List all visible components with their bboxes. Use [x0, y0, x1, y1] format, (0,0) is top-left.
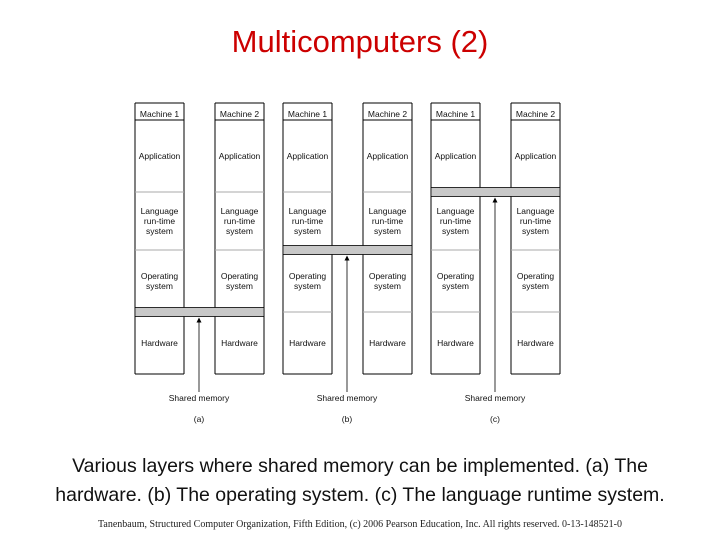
machine-label: Machine 2 — [368, 109, 407, 119]
shared-memory-label: Shared memory — [317, 393, 378, 403]
layer-label-hardware: Hardware — [517, 338, 554, 348]
shared-memory-bar — [134, 307, 265, 317]
layer-label-os: Operating — [369, 271, 407, 281]
layer-label-os: Operating — [517, 271, 555, 281]
layer-label-runtime: run-time — [372, 216, 403, 226]
layer-label-hardware: Hardware — [221, 338, 258, 348]
shared-memory-bar — [430, 187, 561, 197]
shared-memory-label: Shared memory — [169, 393, 230, 403]
layer-label-hardware: Hardware — [437, 338, 474, 348]
machine-label: Machine 1 — [436, 109, 475, 119]
layer-label-runtime: run-time — [292, 216, 323, 226]
arrow-head-icon — [196, 317, 202, 323]
layer-label-runtime: run-time — [520, 216, 551, 226]
layer-label-application: Application — [219, 151, 261, 161]
shared-memory-bar — [282, 245, 413, 255]
panel-label: (b) — [342, 414, 353, 424]
layer-label-hardware: Hardware — [289, 338, 326, 348]
layer-label-hardware: Hardware — [369, 338, 406, 348]
layer-label-runtime: Language — [221, 206, 259, 216]
shared-memory-layers-diagram: Machine 1ApplicationLanguagerun-timesyst… — [134, 102, 561, 424]
copyright-footer: Tanenbaum, Structured Computer Organizat… — [98, 519, 622, 530]
layer-label-runtime: Language — [517, 206, 555, 216]
layer-label-application: Application — [287, 151, 329, 161]
layer-label-os: Operating — [221, 271, 259, 281]
layer-label-os: system — [294, 281, 321, 291]
layer-label-os: Operating — [289, 271, 327, 281]
layer-label-os: system — [522, 281, 549, 291]
machine-label: Machine 2 — [220, 109, 259, 119]
layer-label-application: Application — [435, 151, 477, 161]
machine-label: Machine 2 — [516, 109, 555, 119]
layer-label-runtime: system — [146, 226, 173, 236]
layer-label-application: Application — [515, 151, 557, 161]
caption-line-2: hardware. (b) The operating system. (c) … — [55, 484, 665, 506]
layer-label-application: Application — [139, 151, 181, 161]
layer-label-runtime: system — [294, 226, 321, 236]
arrow-head-icon — [344, 255, 350, 261]
layer-label-runtime: system — [374, 226, 401, 236]
slide-title: Multicomputers (2) — [231, 24, 489, 59]
layer-label-runtime: Language — [437, 206, 475, 216]
arrow-head-icon — [492, 197, 498, 203]
layer-label-application: Application — [367, 151, 409, 161]
panel-label: (c) — [490, 414, 500, 424]
layer-label-os: system — [226, 281, 253, 291]
layer-label-runtime: Language — [289, 206, 327, 216]
layer-label-os: system — [442, 281, 469, 291]
caption-line-1: Various layers where shared memory can b… — [72, 455, 648, 477]
shared-memory-label: Shared memory — [465, 393, 526, 403]
layer-label-runtime: run-time — [144, 216, 175, 226]
layer-label-os: system — [374, 281, 401, 291]
layer-label-runtime: Language — [369, 206, 407, 216]
layer-label-runtime: Language — [141, 206, 179, 216]
layer-label-runtime: run-time — [224, 216, 255, 226]
layer-label-runtime: system — [522, 226, 549, 236]
layer-label-runtime: system — [226, 226, 253, 236]
machine-label: Machine 1 — [288, 109, 327, 119]
layer-label-os: Operating — [141, 271, 179, 281]
machine-label: Machine 1 — [140, 109, 179, 119]
layer-label-runtime: system — [442, 226, 469, 236]
layer-label-hardware: Hardware — [141, 338, 178, 348]
figure-caption: Various layers where shared memory can b… — [0, 452, 720, 510]
layer-label-os: system — [146, 281, 173, 291]
panel-label: (a) — [194, 414, 205, 424]
layer-label-runtime: run-time — [440, 216, 471, 226]
layer-label-os: Operating — [437, 271, 475, 281]
